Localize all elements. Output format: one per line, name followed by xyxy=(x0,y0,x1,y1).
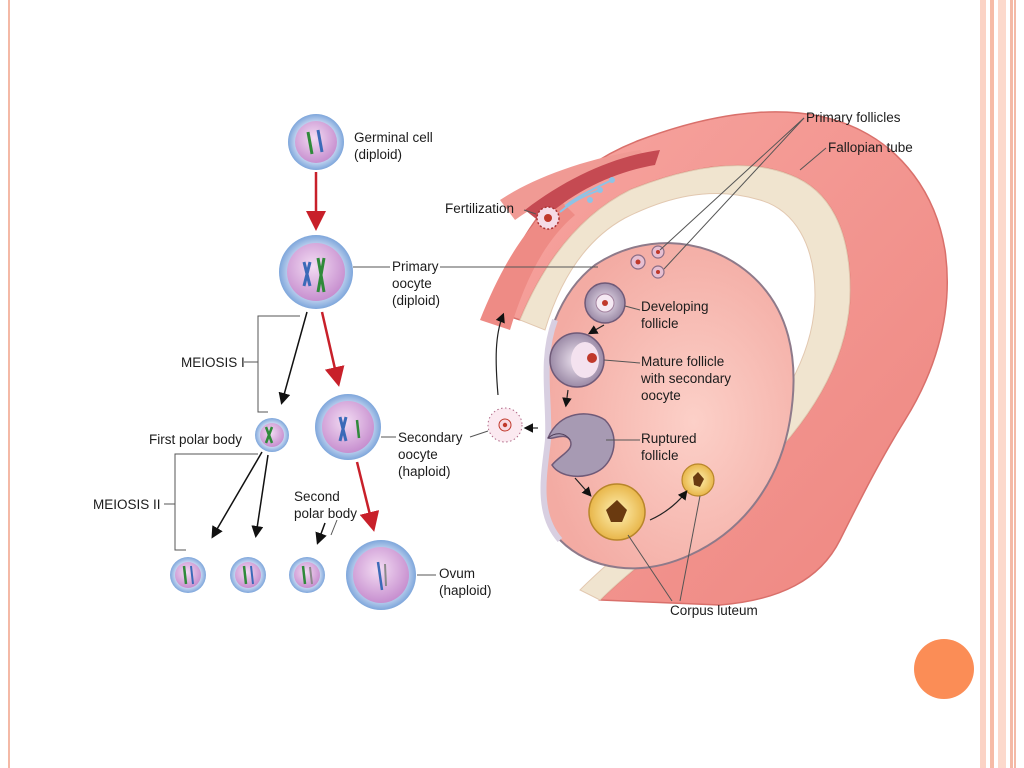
meiosis-2-bracket xyxy=(164,453,258,551)
primary-follicles-label: Primary follicles xyxy=(806,110,901,125)
secondary-oocyte-label-2: oocyte xyxy=(398,447,438,462)
polar-body-arrows xyxy=(211,311,327,545)
polar-body-cell-2 xyxy=(230,557,266,593)
ruptured-follicle-label-1: Ruptured xyxy=(641,431,697,446)
polar-body-cell-3 xyxy=(289,557,325,593)
leader-lines xyxy=(330,117,827,602)
germinal-cell xyxy=(288,114,344,170)
mature-follicle-label-2: with secondary xyxy=(640,371,731,386)
right-stripe-1 xyxy=(980,0,986,768)
meiosis-1-label: MEIOSIS I xyxy=(181,355,245,370)
ovum-cell xyxy=(346,540,416,610)
secondary-oocyte-label-1: Secondary xyxy=(398,430,463,445)
primary-oocyte-cell xyxy=(279,235,353,309)
corpus-luteum-label: Corpus luteum xyxy=(670,603,758,618)
primary-oocyte-label-2: oocyte xyxy=(392,276,432,291)
mature-follicle-label-1: Mature follicle xyxy=(641,354,724,369)
ovum-pathway-arrows xyxy=(306,172,380,532)
ovary-illustration xyxy=(487,242,795,570)
fertilization-label: Fertilization xyxy=(445,201,514,216)
first-polar-body-label: First polar body xyxy=(149,432,242,447)
orange-dot xyxy=(914,639,974,699)
germinal-cell-label-1: Germinal cell xyxy=(354,130,433,145)
fallopian-tube-label: Fallopian tube xyxy=(828,140,913,155)
right-stripe-3 xyxy=(998,0,1006,768)
polar-body-cell-1 xyxy=(170,557,206,593)
secondary-oocyte-cell xyxy=(315,394,381,460)
developing-follicle-label-2: follicle xyxy=(641,316,679,331)
ruptured-follicle-label-2: follicle xyxy=(641,448,679,463)
slide-frame xyxy=(8,0,1016,768)
primary-oocyte-label-1: Primary xyxy=(392,259,439,274)
developing-follicle-label-1: Developing xyxy=(641,299,709,314)
meiosis-1-bracket xyxy=(244,315,300,413)
germinal-cell-label-2: (diploid) xyxy=(354,147,402,162)
meiosis-2-label: MEIOSIS II xyxy=(93,497,161,512)
second-polar-body-label-1: Second xyxy=(294,489,340,504)
right-stripe-2 xyxy=(990,0,994,768)
right-stripe-4 xyxy=(1010,0,1013,768)
primary-oocyte-label-3: (diploid) xyxy=(392,293,440,308)
secondary-oocyte-label-3: (haploid) xyxy=(398,464,451,479)
first-polar-body-cell xyxy=(255,418,289,452)
ovum-label-1: Ovum xyxy=(439,566,475,581)
mature-follicle-label-3: oocyte xyxy=(641,388,681,403)
ovum-label-2: (haploid) xyxy=(439,583,492,598)
second-polar-body-label-2: polar body xyxy=(294,506,357,521)
